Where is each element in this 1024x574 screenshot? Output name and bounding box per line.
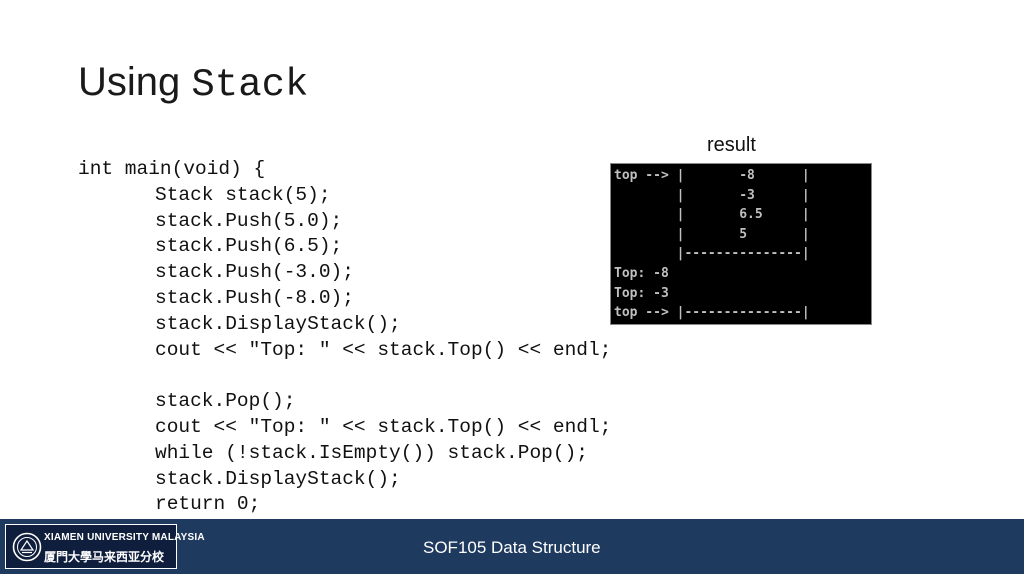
code-line: stack.Push(5.0); xyxy=(155,209,343,232)
code-line: stack.DisplayStack(); xyxy=(155,312,401,335)
console-line: top --> | -8 | xyxy=(614,168,810,183)
code-line-blank xyxy=(78,363,611,389)
code-line: cout << "Top: " << stack.Top() << endl; xyxy=(155,415,612,438)
console-line: |---------------| xyxy=(614,246,810,262)
result-label: result xyxy=(707,134,756,156)
code-line: return 0; xyxy=(155,493,261,516)
title-prefix: Using xyxy=(78,60,192,104)
logo-text-english: XIAMEN UNIVERSITY MALAYSIA xyxy=(44,532,205,543)
footer-bar: XIAMEN UNIVERSITY MALAYSIA 厦門大學马来西亚分校 SO… xyxy=(0,519,1024,574)
code-line: Stack stack(5); xyxy=(155,183,331,206)
console-line: | -3 | xyxy=(614,187,810,203)
code-line: int main(void) { xyxy=(78,158,266,180)
code-line: stack.Push(-8.0); xyxy=(155,286,354,309)
code-line: stack.Pop(); xyxy=(155,390,296,413)
console-line: top --> |---------------| xyxy=(614,305,810,321)
console-line: | 5 | xyxy=(614,226,810,242)
console-line: Top: -3 xyxy=(614,285,669,301)
logo-text-chinese: 厦門大學马来西亚分校 xyxy=(44,550,165,564)
console-line: | 6.5 | xyxy=(614,207,810,223)
university-seal-icon xyxy=(12,532,42,562)
console-line: Top: -8 xyxy=(614,265,669,281)
slide-title: Using Stack xyxy=(78,56,308,111)
console-output: top --> | -8 | | -3 | | 6.5 | | 5 | |---… xyxy=(610,163,872,325)
code-line: cout << "Top: " << stack.Top() << endl; xyxy=(155,338,612,361)
title-code: Stack xyxy=(191,63,309,107)
code-line: stack.DisplayStack(); xyxy=(155,467,401,490)
code-line: while (!stack.IsEmpty()) stack.Pop(); xyxy=(155,441,588,464)
university-logo: XIAMEN UNIVERSITY MALAYSIA 厦門大學马来西亚分校 xyxy=(5,524,205,569)
course-name: SOF105 Data Structure xyxy=(423,538,601,557)
code-block: int main(void) { Stack stack(5); stack.P… xyxy=(78,157,611,518)
code-line: stack.Push(6.5); xyxy=(155,235,343,258)
code-line: stack.Push(-3.0); xyxy=(155,261,354,284)
